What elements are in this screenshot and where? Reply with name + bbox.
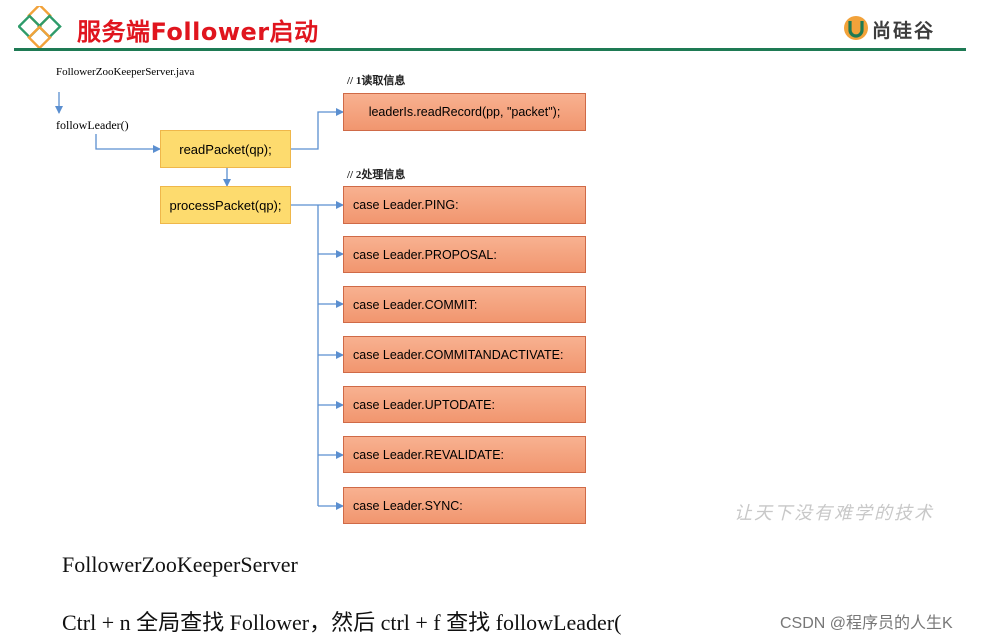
process-packet-box: processPacket(qp);: [160, 186, 291, 224]
footer-class-name: FollowerZooKeeperServer: [62, 552, 298, 577]
case-box: case Leader.COMMIT:: [343, 286, 586, 323]
note-process: // 2处理信息: [347, 169, 406, 181]
brand-logo-icon: [844, 16, 868, 40]
case-box: case Leader.PING:: [343, 186, 586, 224]
csdn-credit: CSDN @程序员的人生K: [780, 615, 953, 632]
case-box: case Leader.PROPOSAL:: [343, 236, 586, 273]
brand-name: 尚硅谷: [872, 20, 936, 42]
case-box: case Leader.REVALIDATE:: [343, 436, 586, 473]
header-divider: [14, 48, 966, 51]
case-box: case Leader.UPTODATE:: [343, 386, 586, 423]
note-read: // 1读取信息: [347, 75, 406, 87]
diamond-logo-icon: [18, 6, 62, 50]
server-class-label: FollowerZooKeeperServer.java: [56, 66, 195, 78]
method-label: followLeader(): [56, 118, 129, 132]
case-box: case Leader.COMMITANDACTIVATE:: [343, 336, 586, 373]
case-box: case Leader.SYNC:: [343, 487, 586, 524]
read-record-box: leaderIs.readRecord(pp, "packet");: [343, 93, 586, 131]
page-title: 服务端Follower启动: [77, 18, 319, 46]
read-packet-box: readPacket(qp);: [160, 130, 291, 168]
footer-instruction: Ctrl + n 全局查找 Follower，然后 ctrl + f 查找 fo…: [62, 610, 622, 635]
watermark: 让天下没有难学的技术: [734, 503, 934, 524]
